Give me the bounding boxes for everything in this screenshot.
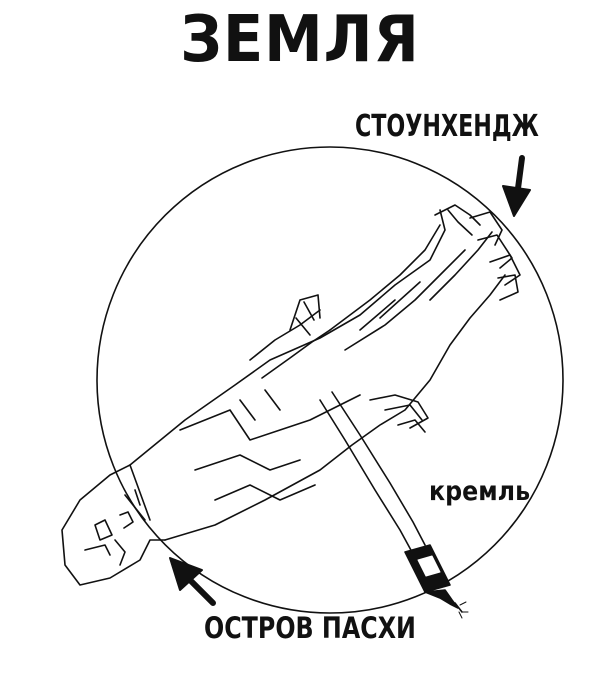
page-title: ЗЕМЛЯ (180, 3, 420, 77)
easter-island-label: ОСТРОВ ПАСХИ (204, 611, 416, 645)
earth-circle (96, 146, 564, 614)
kremlin-label: кремль (429, 476, 531, 507)
easter-island-arrow (169, 557, 216, 606)
stonehenge-label: СТОУНХЕНДЖ (355, 109, 539, 144)
stonehenge-arrow (502, 155, 531, 217)
lying-figure (61, 204, 521, 586)
kremlin-tower (404, 544, 469, 619)
